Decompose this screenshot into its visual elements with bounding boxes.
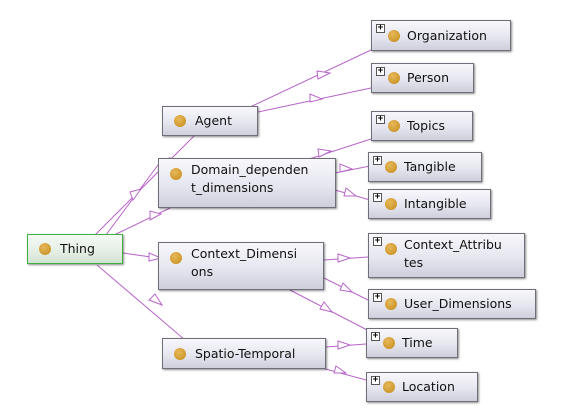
expand-icon[interactable]: +: [373, 292, 382, 302]
expand-icon[interactable]: +: [376, 23, 385, 33]
node-label: Topics: [407, 118, 445, 133]
class-icon: [170, 252, 182, 264]
node-label: Time: [402, 335, 433, 350]
edge-domain-tangible: [334, 165, 371, 174]
node-domain-dependent-dimensions[interactable]: Domain_dependen t_dimensions: [158, 158, 336, 208]
node-label: Context_Attribu tes: [404, 237, 502, 270]
node-organization[interactable]: + Organization: [371, 20, 511, 51]
node-context-dimensions[interactable]: Context_Dimensi ons: [158, 242, 324, 290]
node-context-attributes[interactable]: + Context_Attribu tes: [368, 233, 525, 278]
arrowhead: [337, 340, 352, 350]
class-icon: [174, 347, 186, 360]
edge-thing-context-dimensions: [122, 252, 159, 259]
class-icon: [385, 198, 397, 210]
class-icon: [170, 168, 182, 180]
expand-icon[interactable]: +: [373, 155, 382, 165]
arrowhead: [309, 93, 324, 103]
arrowhead: [343, 187, 358, 197]
edge-domain-intangible: [334, 189, 371, 201]
arrowhead: [149, 210, 163, 221]
node-label: Organization: [407, 27, 487, 43]
class-icon: [383, 337, 395, 349]
expand-icon[interactable]: +: [371, 375, 380, 385]
expand-icon[interactable]: +: [376, 66, 385, 76]
class-icon: [174, 115, 186, 127]
node-label: Thing: [60, 241, 95, 256]
node-label: Tangible: [404, 159, 456, 174]
edge-thing-domain-dependent: [99, 164, 159, 244]
node-time[interactable]: + Time: [366, 328, 458, 358]
edge-thing-domain-dependent-2: [111, 207, 171, 237]
class-icon: [385, 298, 397, 310]
class-icon: [388, 29, 400, 42]
arrowhead: [317, 148, 333, 158]
node-tangible[interactable]: + Tangible: [368, 152, 482, 182]
edge-context-time: [289, 289, 372, 333]
edge-agent-organization: [247, 49, 372, 109]
node-label: Domain_dependen t_dimensions: [191, 162, 309, 195]
node-label: User_Dimensions: [404, 296, 512, 311]
arrowhead: [129, 188, 143, 202]
node-label: Spatio-Temporal: [195, 345, 296, 361]
edge-context-user-dimensions: [323, 277, 369, 301]
expand-icon[interactable]: +: [373, 236, 382, 246]
class-icon: [388, 120, 400, 132]
node-label: Intangible: [404, 196, 467, 211]
class-icon: [383, 381, 395, 393]
expand-icon[interactable]: +: [373, 192, 382, 202]
node-person[interactable]: + Person: [371, 63, 474, 93]
node-label: Location: [402, 379, 455, 394]
node-topics[interactable]: + Topics: [371, 111, 473, 141]
node-label: Person: [407, 70, 450, 85]
node-thing[interactable]: Thing: [27, 234, 123, 264]
arrowhead: [333, 365, 348, 374]
node-intangible[interactable]: + Intangible: [368, 189, 491, 219]
arrowhead: [148, 293, 164, 307]
node-label: Context_Dimensi ons: [191, 246, 298, 279]
class-icon: [385, 161, 397, 173]
class-icon: [385, 243, 397, 255]
edge-spatio-time: [325, 343, 367, 348]
node-agent[interactable]: Agent: [162, 106, 258, 136]
node-spatio-temporal[interactable]: Spatio-Temporal: [162, 338, 326, 369]
edge-context-context-attributes: [323, 256, 369, 261]
class-icon: [39, 243, 51, 255]
arrowhead: [337, 253, 352, 263]
node-label: Agent: [195, 113, 232, 128]
arrowhead: [319, 301, 334, 313]
node-user-dimensions[interactable]: + User_Dimensions: [368, 289, 536, 319]
expand-icon[interactable]: +: [371, 331, 380, 341]
arrowhead: [339, 163, 354, 173]
arrowhead: [339, 282, 354, 293]
class-icon: [388, 72, 400, 84]
node-location[interactable]: + Location: [366, 372, 478, 402]
edge-agent-person: [257, 87, 372, 113]
arrowhead: [316, 70, 332, 80]
expand-icon[interactable]: +: [376, 114, 385, 124]
